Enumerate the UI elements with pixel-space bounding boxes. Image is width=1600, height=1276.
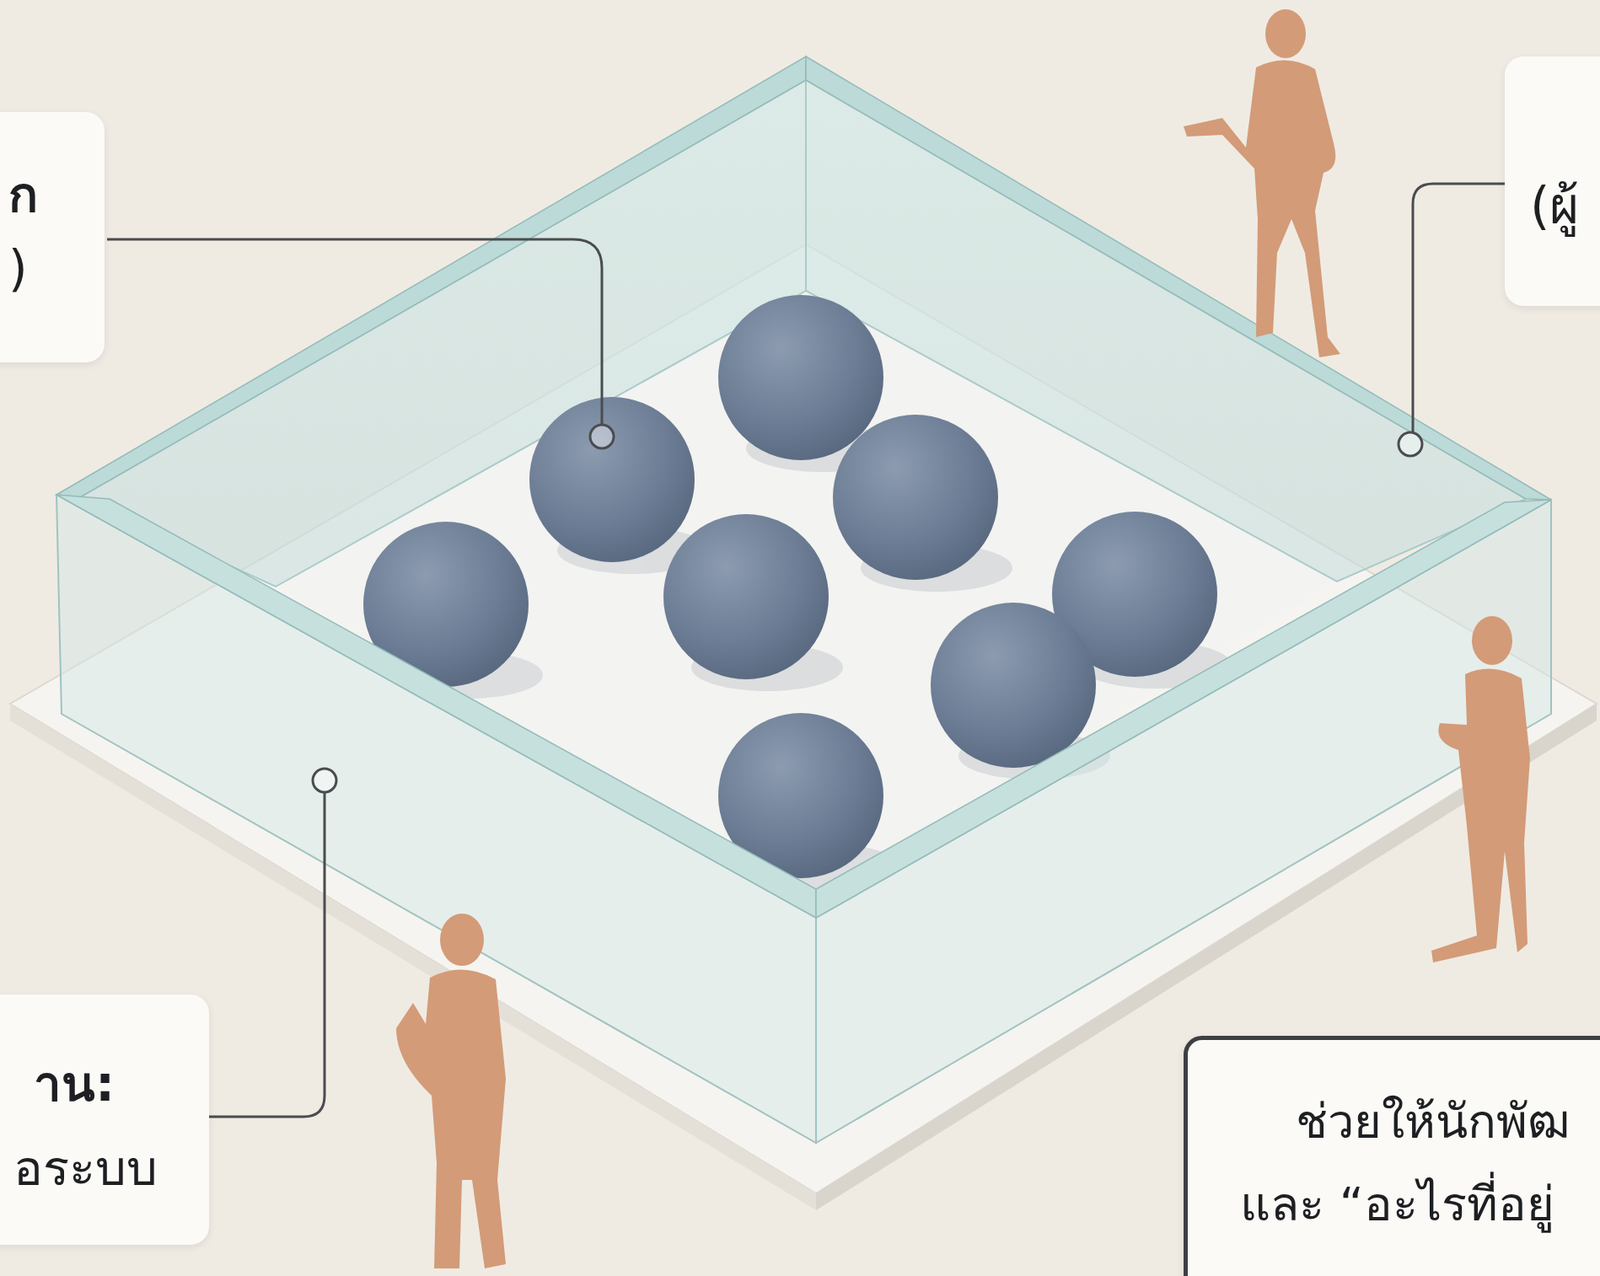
wall-rim [816, 499, 1552, 919]
callout-text: ) [8, 238, 28, 301]
callout-box: ช่วยให้นักพัฒและ “อะไรที่อยู่ [1183, 1036, 1600, 1276]
callout-text: อระบบ [13, 1138, 158, 1200]
callout-text: ก [8, 164, 38, 226]
callout-text: ช่วยให้นักพัฒ [1295, 1092, 1571, 1152]
callout-box: าน: อระบบ [0, 994, 210, 1246]
wall-rim [56, 56, 806, 498]
callout-box: ก) [0, 112, 105, 363]
callout-text: (ผู้ [1530, 174, 1579, 238]
wall-rim [56, 494, 817, 919]
callout-text: และ “อะไรที่อยู่ [1240, 1175, 1555, 1235]
wall-rim [805, 56, 1552, 500]
callout-text: าน: [33, 1053, 115, 1116]
back-wall [80, 80, 806, 587]
leader-lines [107, 183, 1505, 1117]
callout-box: (ผู้ [1504, 56, 1600, 307]
back-wall [805, 80, 1526, 582]
